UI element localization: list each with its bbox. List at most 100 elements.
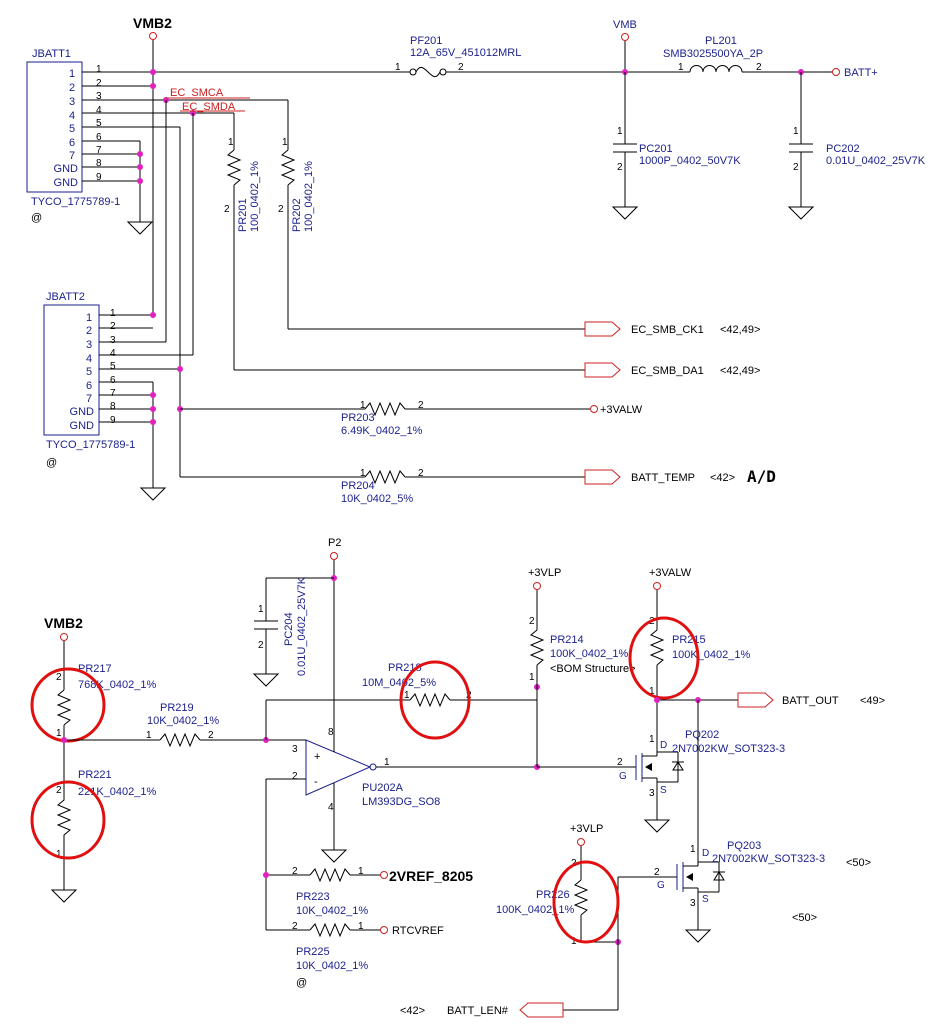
- vmb2-label-top: VMB2: [133, 15, 172, 31]
- svg-text:8: 8: [110, 401, 116, 412]
- pr221-resistor: 2 1 PR221 221K_0402_1%: [30, 769, 157, 903]
- pf201-ref: PF201: [410, 35, 442, 47]
- pr203-resistor: 1 2 PR203 6.49K_0402_1% +3VALW: [180, 400, 643, 437]
- batt-len-label: BATT_LEN#: [447, 1005, 509, 1017]
- svg-text:1: 1: [617, 126, 623, 137]
- jbatt1-at: @: [31, 212, 42, 224]
- batt-out-label: BATT_OUT: [782, 695, 839, 707]
- svg-text:P2: P2: [328, 537, 341, 549]
- svg-text:2: 2: [278, 204, 284, 215]
- pr218-highlight: [399, 660, 471, 740]
- jbatt1-connector: JBATT1 TYCO_1775789-1 @: [26, 48, 120, 224]
- pl201-value: SMB3025500YA_2P: [663, 48, 763, 60]
- pr226-value: 100K_0402_1%: [496, 904, 575, 916]
- pr215-ref: PR215: [672, 634, 706, 646]
- svg-text:1: 1: [56, 728, 62, 739]
- vmb2-power-port-bottom: VMB2: [44, 615, 83, 690]
- svg-text:<50>: <50>: [846, 857, 871, 869]
- svg-text:9: 9: [110, 415, 116, 426]
- svg-text:6: 6: [86, 380, 92, 392]
- jbatt2-name: JBATT2: [46, 291, 85, 303]
- svg-text:<42>: <42>: [400, 1005, 425, 1017]
- pu202a-value: LM393DG_SO8: [362, 796, 440, 808]
- p2-power-port: P2: [266, 537, 341, 740]
- ec-smb-ck1-label: EC_SMB_CK1: [631, 324, 704, 336]
- svg-text:1: 1: [384, 757, 390, 768]
- svg-text:-: -: [314, 776, 318, 788]
- svg-text:1: 1: [86, 312, 92, 324]
- pr201-ref: PR201: [237, 198, 249, 232]
- pq203-mosfet: 2 G D S 1 3 PQ203 2N7002KW_SOT323-3 <50>…: [618, 840, 871, 943]
- svg-text:2: 2: [292, 866, 298, 877]
- svg-text:+3VLP: +3VLP: [528, 567, 561, 579]
- svg-text:2: 2: [56, 672, 62, 683]
- jbatt1-part: TYCO_1775789-1: [31, 196, 120, 208]
- jbatt1-pins: 1 2 3 4 5 6 7 GND GND 1 2 3 4 5 6 7 8 9: [54, 64, 102, 189]
- svg-text:D: D: [702, 848, 709, 859]
- svg-text:2: 2: [258, 640, 264, 651]
- pr225-resistor: 2 1 PR225 10K_0402_1% @ RTCVREF: [266, 921, 444, 989]
- vref-label: 2VREF_8205: [389, 868, 473, 884]
- pr217-ref: PR217: [78, 663, 112, 675]
- pr221-ref: PR221: [78, 769, 112, 781]
- pr215-value: 100K_0402_1%: [672, 649, 751, 661]
- svg-text:8: 8: [96, 158, 102, 169]
- svg-text:VMB2: VMB2: [44, 615, 83, 631]
- svg-text:4: 4: [110, 348, 116, 359]
- svg-text:G: G: [657, 880, 665, 891]
- svg-text:@: @: [296, 977, 307, 989]
- svg-text:GND: GND: [54, 163, 79, 175]
- jbatt2-part: TYCO_1775789-1: [46, 439, 135, 451]
- pq202-value: 2N7002KW_SOT323-3: [672, 743, 785, 755]
- jbatt2-pins: 1 2 3 4 5 6 7 GND GND 1 2 3 4 5 6 7 8 9: [70, 308, 116, 432]
- pc204-ref: PC204: [283, 612, 295, 646]
- svg-text:4: 4: [328, 802, 334, 813]
- svg-text:D: D: [660, 740, 667, 751]
- pq203-ref: PQ203: [727, 840, 761, 852]
- svg-text:1: 1: [358, 921, 364, 932]
- pr204-value: 10K_0402_5%: [341, 493, 413, 505]
- svg-text:+3VLP: +3VLP: [570, 823, 603, 835]
- jbatt2-at: @: [46, 457, 57, 469]
- pu202a-ref: PU202A: [362, 782, 404, 794]
- pr221-highlight: [30, 780, 106, 860]
- svg-text:8: 8: [328, 727, 334, 738]
- smbus-net-labels: EC_SMCA EC_SMDA: [166, 87, 250, 113]
- svg-text:1: 1: [404, 690, 410, 701]
- svg-text:2: 2: [86, 325, 92, 337]
- pq203-value: 2N7002KW_SOT323-3: [712, 853, 825, 865]
- svg-text:2: 2: [756, 62, 762, 73]
- svg-text:G: G: [619, 771, 627, 782]
- connector-buses: [165, 100, 194, 477]
- svg-text:1: 1: [360, 400, 366, 411]
- pr204-resistor: 1 2 PR204 10K_0402_5% BATT_TEMP <42> A/D: [180, 467, 776, 505]
- svg-text:3: 3: [110, 335, 116, 346]
- ec-smda-label: EC_SMDA: [182, 101, 236, 113]
- pr203-value: 6.49K_0402_1%: [341, 425, 423, 437]
- v3valw-label-mid: +3VALW: [600, 404, 643, 416]
- pc201-ref: PC201: [639, 143, 673, 155]
- svg-text:GND: GND: [70, 420, 95, 432]
- svg-text:3: 3: [69, 96, 75, 108]
- svg-text:3: 3: [86, 339, 92, 351]
- ec-smb-da1-label: EC_SMB_DA1: [631, 365, 704, 377]
- svg-text:2: 2: [617, 757, 623, 768]
- pq202-mosfet: 2 G D S 1 3 PQ202 2N7002KW_SOT323-3: [537, 729, 785, 833]
- pr215-resistor: +3VALW 2 1 PR215 100K_0402_1%: [628, 567, 751, 745]
- svg-text:<42,49>: <42,49>: [720, 365, 760, 377]
- pr223-value: 10K_0402_1%: [296, 905, 368, 917]
- svg-text:3: 3: [649, 788, 655, 799]
- svg-text:<42>: <42>: [710, 472, 735, 484]
- svg-text:2: 2: [418, 400, 424, 411]
- svg-text:3: 3: [690, 898, 696, 909]
- vmb-label: VMB: [613, 19, 637, 31]
- svg-text:1: 1: [258, 604, 264, 615]
- svg-text:2: 2: [69, 82, 75, 94]
- pr223-resistor: 2 1 PR223 10K_0402_1% 2VREF_8205: [263, 866, 473, 917]
- svg-text:7: 7: [96, 145, 102, 156]
- svg-text:<49>: <49>: [860, 695, 885, 707]
- svg-text:1: 1: [690, 844, 696, 855]
- pc201-capacitor: 1 2 PC201 1000P_0402_50V7K: [611, 72, 741, 220]
- svg-text:<42,49>: <42,49>: [720, 324, 760, 336]
